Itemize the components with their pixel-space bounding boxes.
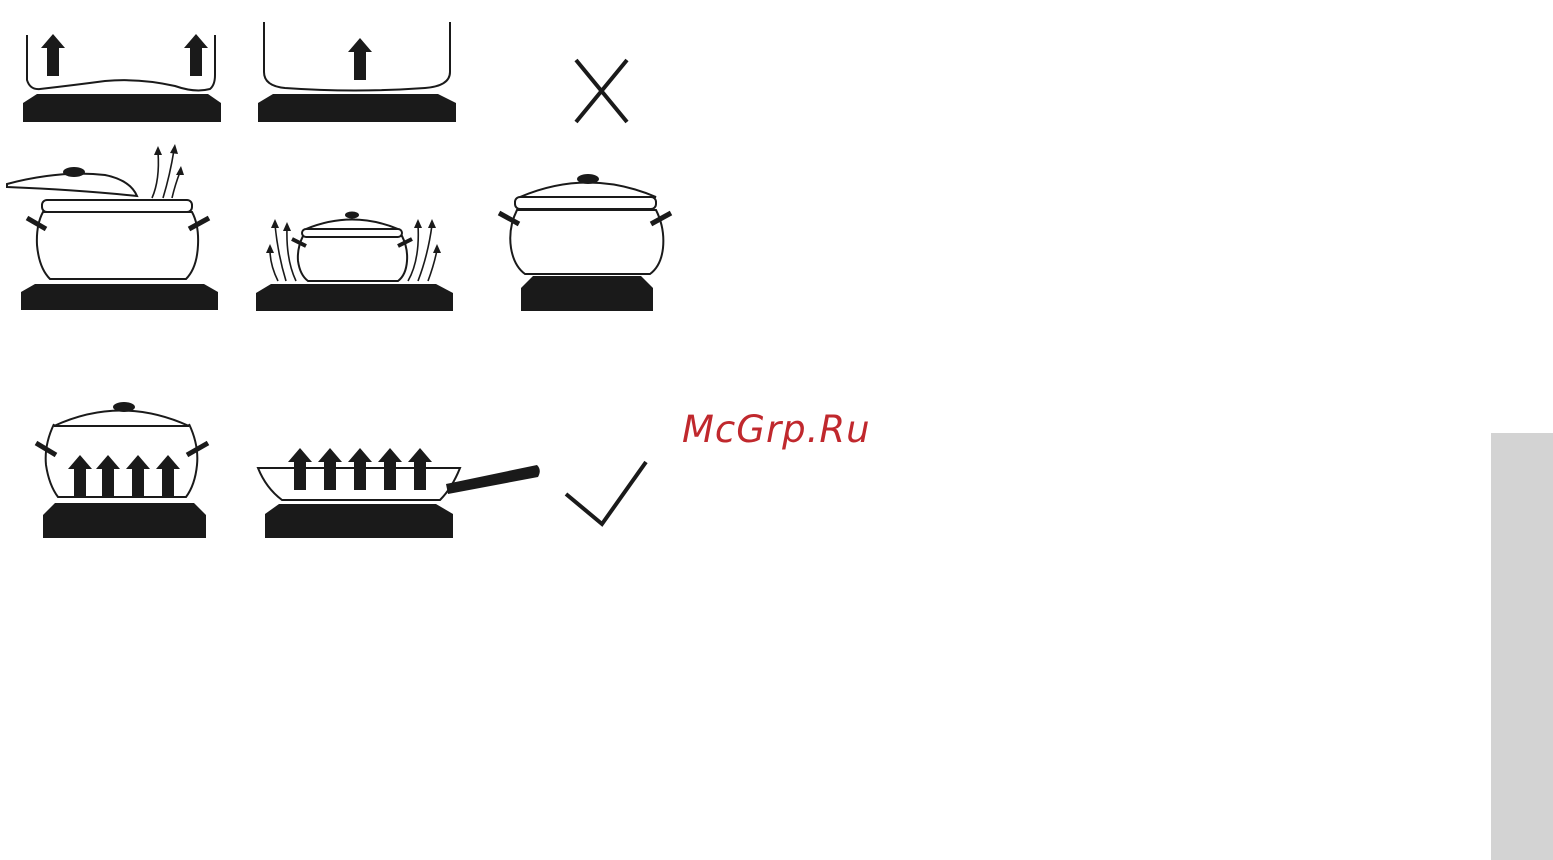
lid-knob — [63, 167, 85, 177]
pot-lid-ajar-with-steam — [7, 144, 218, 310]
tall-pot-on-hob — [258, 22, 456, 122]
frying-pan-on-zone — [258, 448, 540, 538]
pot-lid — [306, 220, 398, 230]
lid-knob — [577, 174, 599, 184]
pot-rim — [42, 200, 192, 212]
up-arrow-icon — [184, 34, 208, 76]
hob-plate — [256, 284, 453, 311]
hob-plate — [43, 503, 206, 538]
pot-lid — [7, 174, 137, 196]
hob-plate — [521, 276, 653, 311]
hob-plate — [265, 504, 453, 538]
pot-matching-zone — [499, 174, 671, 311]
small-pot-on-large-zone — [256, 212, 453, 312]
pot-body — [298, 236, 407, 281]
side-tab — [1491, 433, 1553, 860]
pot-lid — [520, 183, 656, 198]
warped-pan-on-hob — [23, 34, 221, 122]
hob-plate — [21, 284, 218, 310]
pot-lid — [54, 411, 189, 427]
watermark-text: McGrp.Ru — [682, 408, 871, 451]
pot-body — [46, 424, 198, 497]
hob-plate — [258, 94, 456, 122]
lidded-pot-on-zone — [36, 402, 208, 538]
checkmark-icon — [566, 462, 646, 524]
steam-arrows — [152, 150, 180, 198]
pot-rim — [515, 197, 656, 209]
lid-knob — [113, 402, 135, 412]
up-arrow-icon — [41, 34, 65, 76]
pot-body — [510, 210, 663, 274]
lid-knob — [345, 212, 359, 219]
cross-icon — [576, 60, 627, 122]
pot-body — [37, 212, 198, 279]
pot-rim — [302, 229, 402, 237]
hob-plate — [23, 94, 221, 122]
up-arrow-icon — [348, 38, 372, 80]
